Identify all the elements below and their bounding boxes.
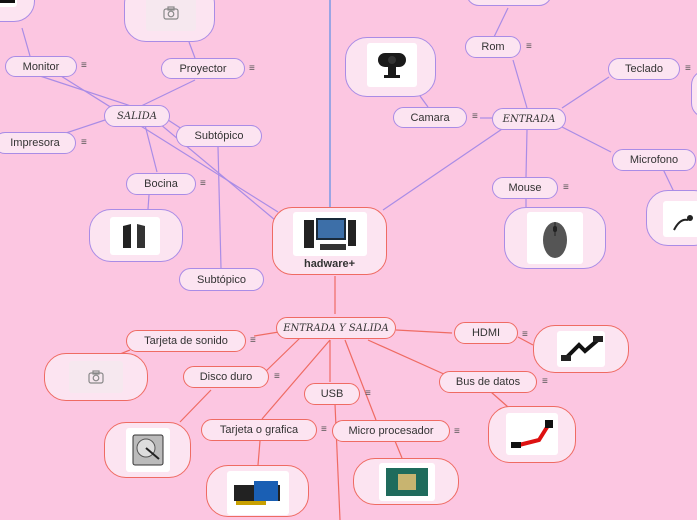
bus-datos-label: Bus de datos	[455, 376, 521, 388]
menu-icon[interactable]: ≡	[81, 137, 87, 148]
tarjeta-grafica-image-node	[206, 465, 309, 517]
micro-procesador-label: Micro procesador	[348, 425, 434, 437]
microfono-node[interactable]: Microfono	[612, 149, 696, 171]
tarjeta-sonido-image-node	[44, 353, 148, 401]
hdmi-image	[557, 331, 605, 367]
menu-icon[interactable]: ≡	[542, 376, 548, 387]
camara-image-node	[345, 37, 436, 97]
microfono-image-node	[646, 190, 697, 246]
mouse-label: Mouse	[508, 182, 542, 194]
hdmi-node[interactable]: HDMI	[454, 322, 518, 344]
rom-image-node	[466, 0, 552, 6]
tarjeta-grafica-label: Tarjeta o grafica	[219, 424, 299, 436]
mouse-image	[527, 212, 583, 264]
menu-icon[interactable]: ≡	[522, 329, 528, 340]
camera-icon	[88, 370, 104, 384]
bocina-image-node	[89, 209, 183, 262]
micro-procesador-image	[379, 463, 435, 501]
processor-icon	[386, 468, 428, 496]
salida-node[interactable]: SALIDA	[104, 105, 170, 127]
proyector-image-placeholder	[146, 0, 196, 31]
menu-icon[interactable]: ≡	[563, 182, 569, 193]
monitor-node[interactable]: Monitor	[5, 56, 77, 77]
subtopico-label: Subtópico	[194, 130, 244, 142]
computer-image	[292, 212, 367, 256]
red-connectors	[109, 276, 534, 520]
usb-label: USB	[320, 388, 344, 400]
hdmi-image-node	[533, 325, 629, 373]
monitor-label: Monitor	[22, 60, 60, 73]
rom-node[interactable]: Rom	[465, 36, 521, 58]
entrada-salida-node[interactable]: ENTRADA Y SALIDA	[276, 317, 396, 339]
bus-datos-image-node	[488, 406, 576, 463]
bocina-label: Bocina	[144, 178, 178, 190]
menu-icon[interactable]: ≡	[250, 335, 256, 346]
monitor-icon	[0, 0, 15, 3]
subtopico-node[interactable]: Subtópico	[176, 125, 262, 147]
micro-procesador-image-node	[353, 458, 459, 505]
tarjeta-sonido-label: Tarjeta de sonido	[144, 335, 228, 347]
monitor-image	[0, 0, 17, 7]
central-label: hadware+	[303, 258, 356, 270]
salida-label: SALIDA	[117, 110, 157, 122]
impresora-node[interactable]: Impresora	[0, 132, 76, 154]
entrada-label: ENTRADA	[502, 113, 556, 125]
tarjeta-grafica-node[interactable]: Tarjeta o grafica	[201, 419, 317, 441]
hard-drive-icon	[132, 434, 164, 466]
proyector-node[interactable]: Proyector	[161, 58, 245, 79]
entrada-salida-label: ENTRADA Y SALIDA	[283, 322, 389, 334]
menu-icon[interactable]: ≡	[526, 41, 532, 52]
hdmi-cable-icon	[561, 336, 603, 361]
menu-icon[interactable]: ≡	[249, 63, 255, 74]
micro-procesador-node[interactable]: Micro procesador	[332, 420, 450, 442]
proyector-label: Proyector	[179, 62, 227, 75]
mouse-icon	[543, 222, 567, 258]
menu-icon[interactable]: ≡	[454, 426, 460, 437]
camara-label: Camara	[410, 111, 450, 124]
microfono-image	[663, 201, 697, 237]
hdmi-label: HDMI	[471, 327, 501, 339]
bocina-image	[110, 217, 160, 255]
entrada-node[interactable]: ENTRADA	[492, 108, 566, 130]
bocina-node[interactable]: Bocina	[126, 173, 196, 195]
speaker-icon	[123, 224, 145, 248]
webcam-icon	[378, 53, 406, 78]
menu-icon[interactable]: ≡	[472, 111, 478, 122]
tarjeta-sonido-node[interactable]: Tarjeta de sonido	[126, 330, 246, 352]
usb-node[interactable]: USB	[304, 383, 360, 405]
sata-cable-icon	[511, 420, 553, 448]
bus-datos-node[interactable]: Bus de datos	[439, 371, 537, 393]
mouse-node[interactable]: Mouse	[492, 177, 558, 199]
computer-icon	[303, 218, 356, 250]
menu-icon[interactable]: ≡	[365, 388, 371, 399]
subtopico-central-node[interactable]: Subtópico	[179, 268, 264, 291]
microfono-label: Microfono	[629, 154, 679, 166]
menu-icon[interactable]: ≡	[200, 178, 206, 189]
impresora-label: Impresora	[10, 137, 60, 149]
microphone-icon	[673, 215, 693, 231]
tarjeta-grafica-image	[227, 471, 289, 515]
camara-image	[367, 43, 417, 87]
rom-label: Rom	[481, 41, 505, 53]
disco-duro-label: Disco duro	[199, 371, 253, 383]
disco-duro-node[interactable]: Disco duro	[183, 366, 269, 388]
menu-icon[interactable]: ≡	[685, 63, 691, 74]
disco-duro-image-node	[104, 422, 191, 478]
menu-icon[interactable]: ≡	[81, 60, 87, 71]
disco-duro-image	[126, 428, 170, 472]
central-node[interactable]: hadware+	[272, 207, 387, 275]
bus-datos-image	[506, 413, 558, 455]
mouse-image-node	[504, 207, 606, 269]
menu-icon[interactable]: ≡	[321, 424, 327, 435]
camara-node[interactable]: Camara	[393, 107, 467, 128]
teclado-node[interactable]: Teclado	[608, 58, 680, 80]
subtopico-central-label: Subtópico	[197, 273, 246, 286]
menu-icon[interactable]: ≡	[274, 371, 280, 382]
proyector-image-node	[124, 0, 215, 42]
graphics-card-icon	[234, 481, 280, 505]
camera-icon	[163, 6, 179, 20]
tarjeta-sonido-image-placeholder	[69, 361, 123, 393]
teclado-label: Teclado	[625, 63, 663, 75]
